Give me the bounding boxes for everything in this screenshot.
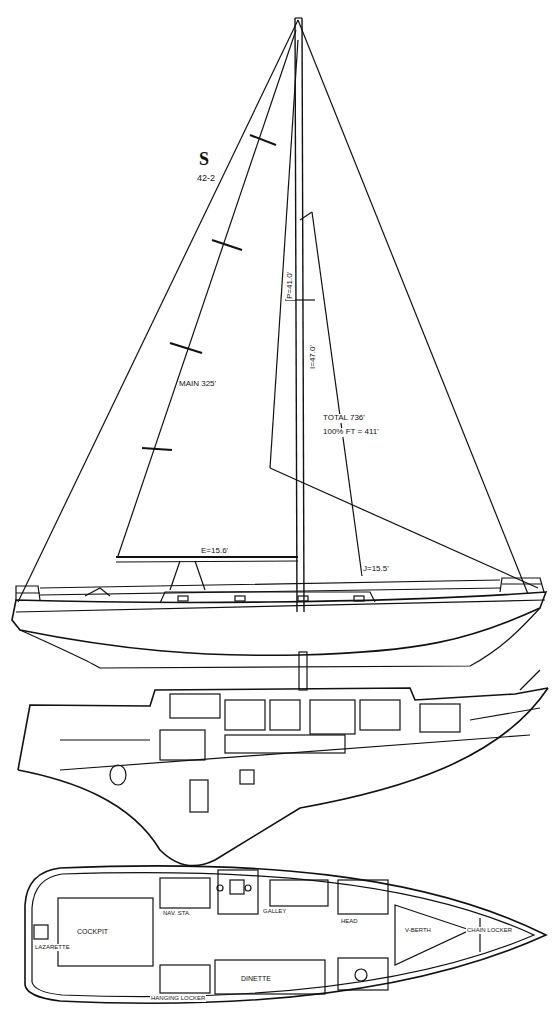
- sail-area: TOTAL 736': [322, 414, 366, 423]
- compartment-name: GALLEY: [262, 908, 287, 915]
- dimension: J=15.5': [362, 565, 390, 574]
- class-logo: S: [198, 150, 210, 170]
- compartment-name: V-BERTH: [404, 927, 432, 934]
- sail-area: 100% FT = 411': [322, 428, 380, 437]
- compartment-name: CHAIN LOCKER: [466, 927, 513, 934]
- compartment-name: HANGING LOCKER: [150, 995, 206, 1002]
- dimension: E=15.6': [200, 547, 229, 556]
- sail-area: MAIN 325': [178, 380, 217, 389]
- compartment-name: LAZARETTE: [34, 944, 71, 951]
- compartment-name: HEAD: [340, 918, 359, 925]
- dimension: P=41.0': [286, 271, 295, 300]
- compartment-name: NAV. STA.: [162, 910, 192, 917]
- compartment-name: DINETTE: [240, 975, 272, 983]
- dimension: I=47.0': [309, 344, 318, 370]
- sail-number: 42-2: [196, 174, 216, 184]
- compartment-name: COCKPIT: [76, 928, 109, 936]
